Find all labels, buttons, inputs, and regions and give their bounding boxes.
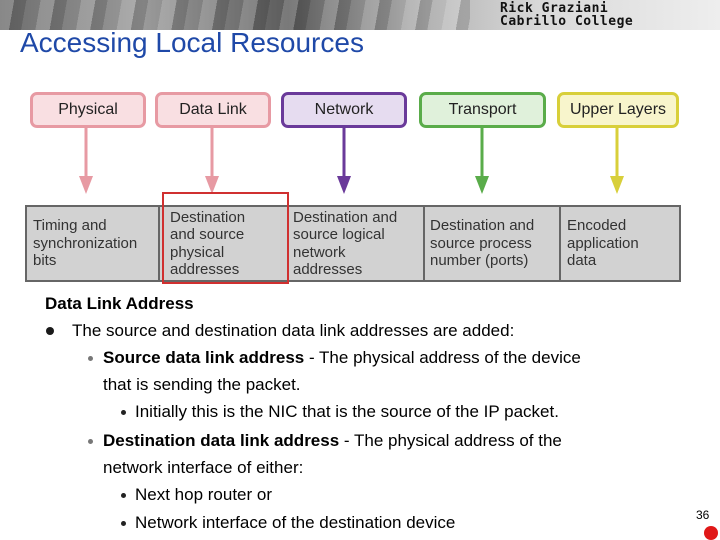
function-line: Timing and xyxy=(33,217,107,235)
bullet-text-continued: network interface of either: xyxy=(103,458,304,477)
function-line: physical xyxy=(170,243,225,261)
bullet-dot xyxy=(121,410,126,415)
bullet-text: The source and destination data link add… xyxy=(72,321,515,340)
function-line: addresses xyxy=(293,261,363,278)
layer-box-upper-layers: Upper Layers xyxy=(557,92,679,128)
layer-box-physical: Physical xyxy=(30,92,146,128)
term-source-description: - The physical address of the device xyxy=(304,348,581,367)
bullet-dot xyxy=(46,327,54,335)
function-line: application xyxy=(567,234,639,252)
term-destination-description: - The physical address of the xyxy=(339,431,562,450)
function-line: number (ports) xyxy=(430,252,529,270)
bullet-dot xyxy=(121,493,126,498)
bullet-text: Network interface of the destination dev… xyxy=(135,513,456,532)
layer-box-data-link: Data Link xyxy=(155,92,271,128)
function-line: bits xyxy=(33,252,57,270)
author-name: Rick Graziani xyxy=(500,1,609,16)
page-number: 36 xyxy=(696,508,710,522)
function-cell-data-link: Destination and source physical addresse… xyxy=(166,205,286,282)
data-link-highlight-frame xyxy=(162,192,289,284)
layer-function-table xyxy=(25,205,681,282)
function-line: Destination and xyxy=(430,217,535,235)
bullet-text-continued: that is sending the packet. xyxy=(103,375,301,394)
function-line: Destination and xyxy=(293,208,398,226)
table-divider xyxy=(158,205,160,282)
banner-photo-strip xyxy=(0,0,470,30)
arrow-upper-layers xyxy=(610,128,624,194)
function-line: and source xyxy=(170,226,245,243)
function-line: network xyxy=(293,243,346,261)
function-line: addresses xyxy=(170,261,240,278)
section-heading: Data Link Address xyxy=(45,294,194,313)
author-credit: Rick Graziani Cabrillo College xyxy=(500,2,660,28)
bullet-dot xyxy=(88,439,93,444)
bullet-text: Initially this is the NIC that is the so… xyxy=(135,402,559,421)
header-banner xyxy=(0,0,720,30)
function-line: source process xyxy=(430,234,532,252)
term-source-address: Source data link address xyxy=(103,348,305,367)
bullet-text: Destination data link address - The phys… xyxy=(103,431,562,451)
layer-box-network: Network xyxy=(281,92,407,128)
table-divider xyxy=(423,205,425,282)
bullet-dot xyxy=(121,521,126,526)
arrow-physical xyxy=(79,128,93,194)
arrow-data-link xyxy=(205,128,219,194)
bullet-text: Next hop router or xyxy=(135,485,273,504)
function-cell-network: Destination and source logical network a… xyxy=(289,205,422,282)
function-line: Destination xyxy=(170,208,246,226)
function-cell-upper-layers: Encoded application data xyxy=(563,205,679,282)
function-line: data xyxy=(567,252,597,270)
function-line: source logical xyxy=(293,226,385,243)
function-cell-transport: Destination and source process number (p… xyxy=(426,205,558,282)
bullet-dot xyxy=(88,356,93,361)
function-line: synchronization xyxy=(33,234,138,252)
author-org: Cabrillo College xyxy=(500,14,634,29)
arrow-network xyxy=(337,128,351,194)
term-destination-address: Destination data link address xyxy=(103,431,340,450)
arrow-transport xyxy=(475,128,489,194)
bullet-text: Source data link address - The physical … xyxy=(103,348,581,368)
layer-box-transport: Transport xyxy=(419,92,546,128)
slide-title: Accessing Local Resources xyxy=(20,27,364,58)
function-cell-physical: Timing and synchronization bits xyxy=(29,205,157,282)
function-line: Encoded xyxy=(567,217,627,235)
corner-marker xyxy=(704,526,718,540)
table-divider xyxy=(559,205,561,282)
